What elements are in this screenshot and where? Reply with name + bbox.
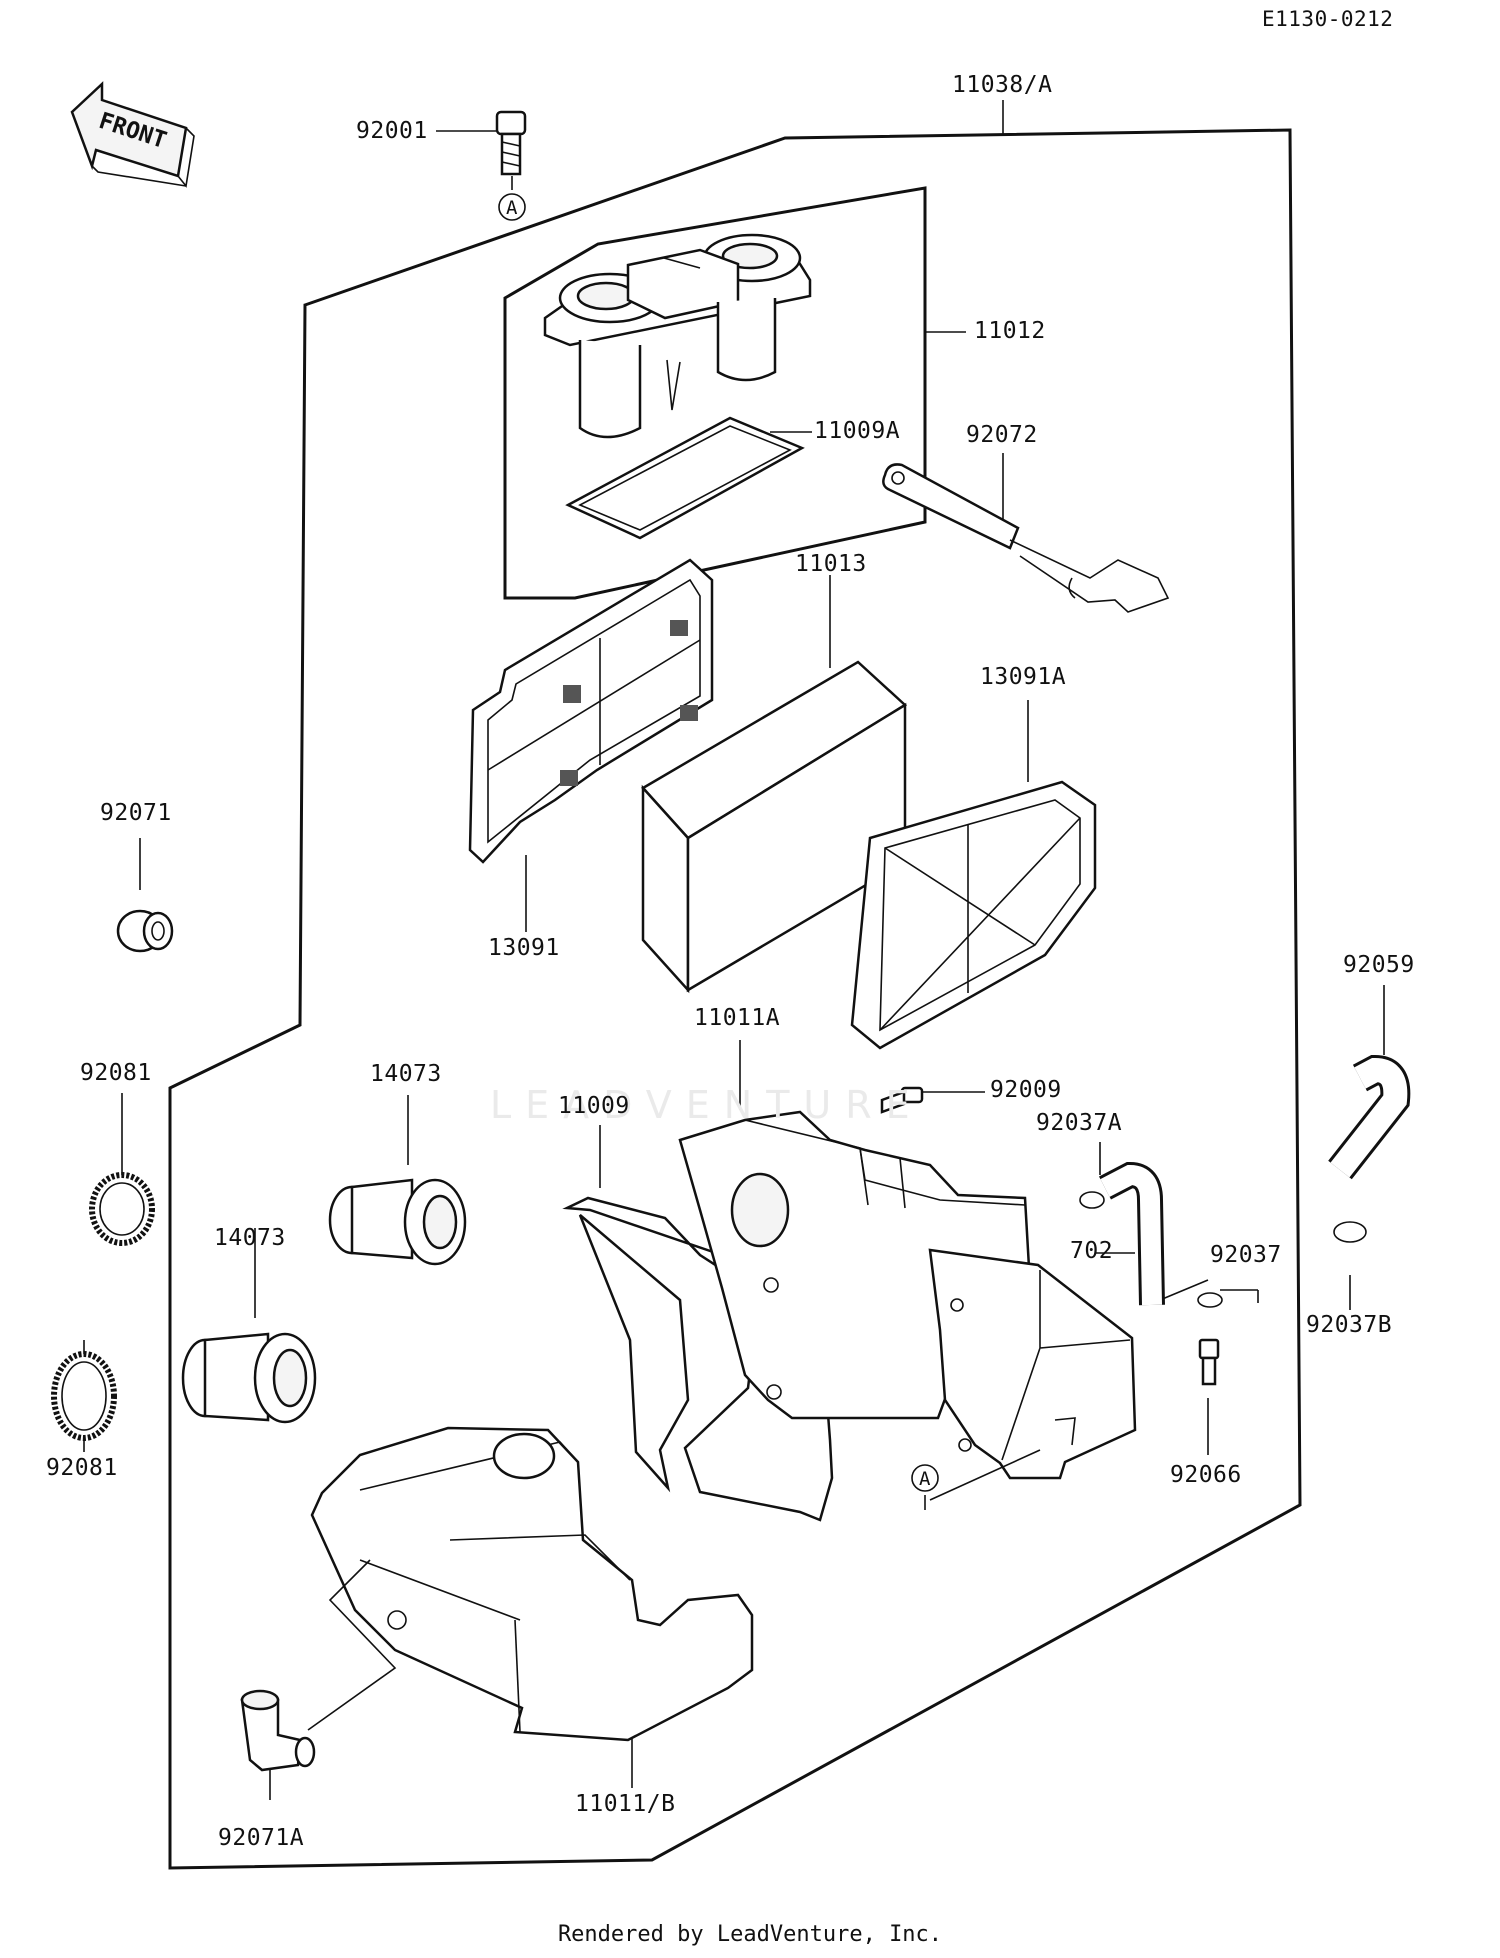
label-14073-top: 14073	[370, 1061, 442, 1087]
label-14073-bottom: 14073	[214, 1225, 286, 1251]
label-92072: 92072	[966, 422, 1038, 448]
label-11038A: 11038/A	[952, 72, 1053, 98]
label-92001: 92001	[356, 118, 428, 144]
drawing-code: E1130-0212	[1262, 7, 1394, 31]
label-92009: 92009	[990, 1077, 1062, 1103]
label-92037: 92037	[1210, 1242, 1282, 1268]
label-11011B: 11011/B	[575, 1791, 676, 1817]
air-cleaner-cover-11012	[543, 233, 812, 439]
bolt-92001	[495, 110, 527, 176]
filter-element-11013	[641, 660, 908, 994]
label-13091A: 13091A	[980, 664, 1067, 690]
screw-92009	[880, 1086, 924, 1114]
clamp-92037A	[1079, 1191, 1105, 1209]
label-702: 702	[1070, 1238, 1114, 1264]
label-92066: 92066	[1170, 1462, 1242, 1488]
label-92071: 92071	[100, 800, 172, 826]
label-92037B: 92037B	[1306, 1312, 1393, 1338]
label-11009A: 11009A	[814, 418, 901, 444]
marker-a-top	[498, 193, 526, 221]
clamp-92037	[1197, 1292, 1223, 1308]
case-front-11011B	[310, 1426, 754, 1742]
clamp-92037B	[1333, 1221, 1367, 1243]
label-13091: 13091	[488, 935, 560, 961]
gasket-11009A	[565, 416, 805, 540]
ring-92081-top	[89, 1172, 155, 1246]
label-92071A: 92071A	[218, 1825, 305, 1851]
assembly-outline	[168, 128, 1302, 1870]
footer-credit: Rendered by LeadVenture, Inc.	[557, 1922, 943, 1947]
marker-a-top-label: A	[506, 197, 518, 219]
label-11011A: 11011A	[694, 1005, 781, 1031]
label-11009: 11009	[558, 1093, 630, 1119]
marker-a-bottom	[911, 1464, 939, 1492]
front-arrow-icon	[70, 81, 195, 188]
label-92081-top: 92081	[80, 1060, 152, 1086]
boot-14073-top	[328, 1178, 467, 1266]
label-92081-bottom: 92081	[46, 1455, 118, 1481]
label-11013: 11013	[795, 551, 867, 577]
filter-frame-13091A	[850, 780, 1097, 1050]
subassembly-box	[503, 186, 927, 600]
plug-92066	[1198, 1338, 1220, 1386]
watermark: LEADVENTURE	[490, 1083, 924, 1127]
label-92059: 92059	[1343, 952, 1415, 978]
label-92037A: 92037A	[1036, 1110, 1123, 1136]
elbow-92071A	[240, 1689, 316, 1772]
marker-a-bottom-label: A	[919, 1468, 931, 1490]
case-11011B	[928, 1248, 1137, 1480]
grommet-92071	[116, 909, 174, 953]
filter-frame-13091	[468, 558, 714, 864]
ring-92081-bottom	[51, 1351, 117, 1441]
hose-702	[1099, 1161, 1165, 1306]
hose-92059	[1328, 1054, 1411, 1180]
boot-14073-bottom	[181, 1332, 317, 1424]
label-11012: 11012	[974, 318, 1046, 344]
strap-92072	[882, 463, 1170, 613]
